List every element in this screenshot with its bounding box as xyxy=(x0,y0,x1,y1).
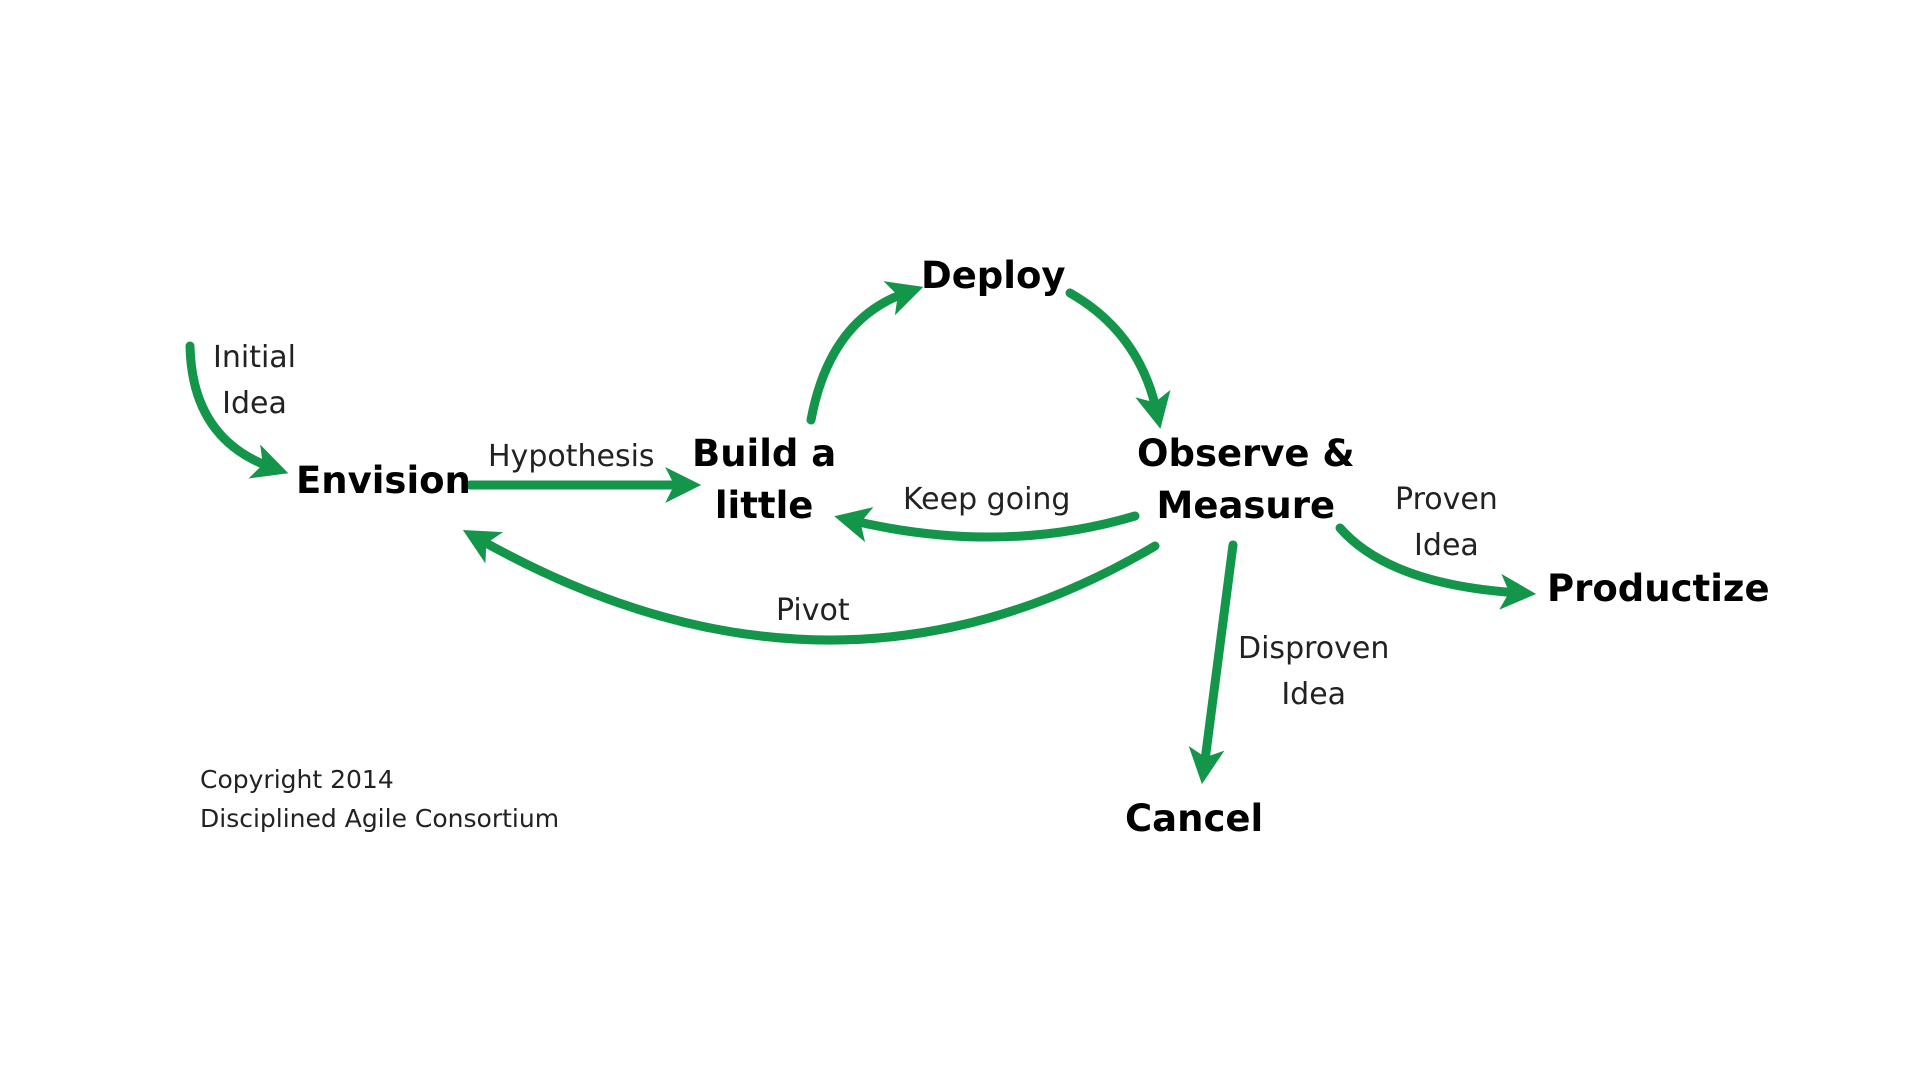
node-envision: Envision xyxy=(296,459,471,502)
node-productize: Productize xyxy=(1547,567,1770,610)
arrow-keep-going xyxy=(834,507,1140,543)
node-deploy: Deploy xyxy=(921,254,1066,297)
arrow-build-to-deploy xyxy=(806,281,924,425)
node-build-a-little: Build a little xyxy=(692,432,837,527)
node-cancel: Cancel xyxy=(1125,797,1264,840)
label-keep-going: Keep going xyxy=(903,482,1071,517)
label-initial-idea: Initial Idea xyxy=(213,340,297,421)
node-observe-measure: Observe & Measure xyxy=(1137,432,1355,527)
arrow-disproven-idea xyxy=(1188,540,1238,785)
label-proven-idea: Proven Idea xyxy=(1395,482,1498,563)
arrow-proven-idea xyxy=(1335,523,1537,610)
label-hypothesis: Hypothesis xyxy=(488,439,655,474)
arrow-pivot xyxy=(462,530,1160,645)
arrow-initial-idea xyxy=(185,341,289,479)
arrow-deploy-to-observe xyxy=(1065,288,1171,429)
label-pivot: Pivot xyxy=(776,593,850,628)
label-disproven-idea: Disproven Idea xyxy=(1238,631,1390,712)
copyright-notice: Copyright 2014 Disciplined Agile Consort… xyxy=(200,765,560,833)
